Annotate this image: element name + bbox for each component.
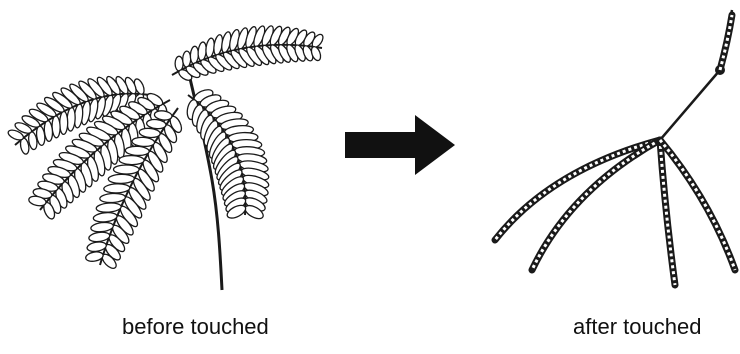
leaflet xyxy=(113,165,139,174)
leaflet xyxy=(96,202,122,213)
main-stem xyxy=(660,10,732,140)
frond-right-long xyxy=(186,87,270,221)
leaflet xyxy=(100,193,126,204)
open-leaves-drawing xyxy=(0,0,340,354)
arrow-shape xyxy=(345,115,455,175)
caption-after-touched: after touched xyxy=(573,314,701,340)
leaflet xyxy=(119,155,144,165)
leaflet xyxy=(175,56,183,71)
leaflet xyxy=(182,51,190,67)
after-touched-illustration xyxy=(470,0,740,354)
leaflet xyxy=(125,146,149,156)
leaflet xyxy=(108,174,134,183)
leaflet xyxy=(60,111,68,134)
leaflet xyxy=(104,183,130,193)
before-touched-illustration xyxy=(0,0,340,354)
frond-top xyxy=(172,24,325,82)
leaflet xyxy=(93,212,118,223)
folded-frond-top xyxy=(720,15,732,70)
folded-leaves-drawing xyxy=(470,0,740,354)
caption-before-touched: before touched xyxy=(122,314,269,340)
transition-arrow xyxy=(340,110,470,180)
right-arrow-icon xyxy=(340,110,470,180)
